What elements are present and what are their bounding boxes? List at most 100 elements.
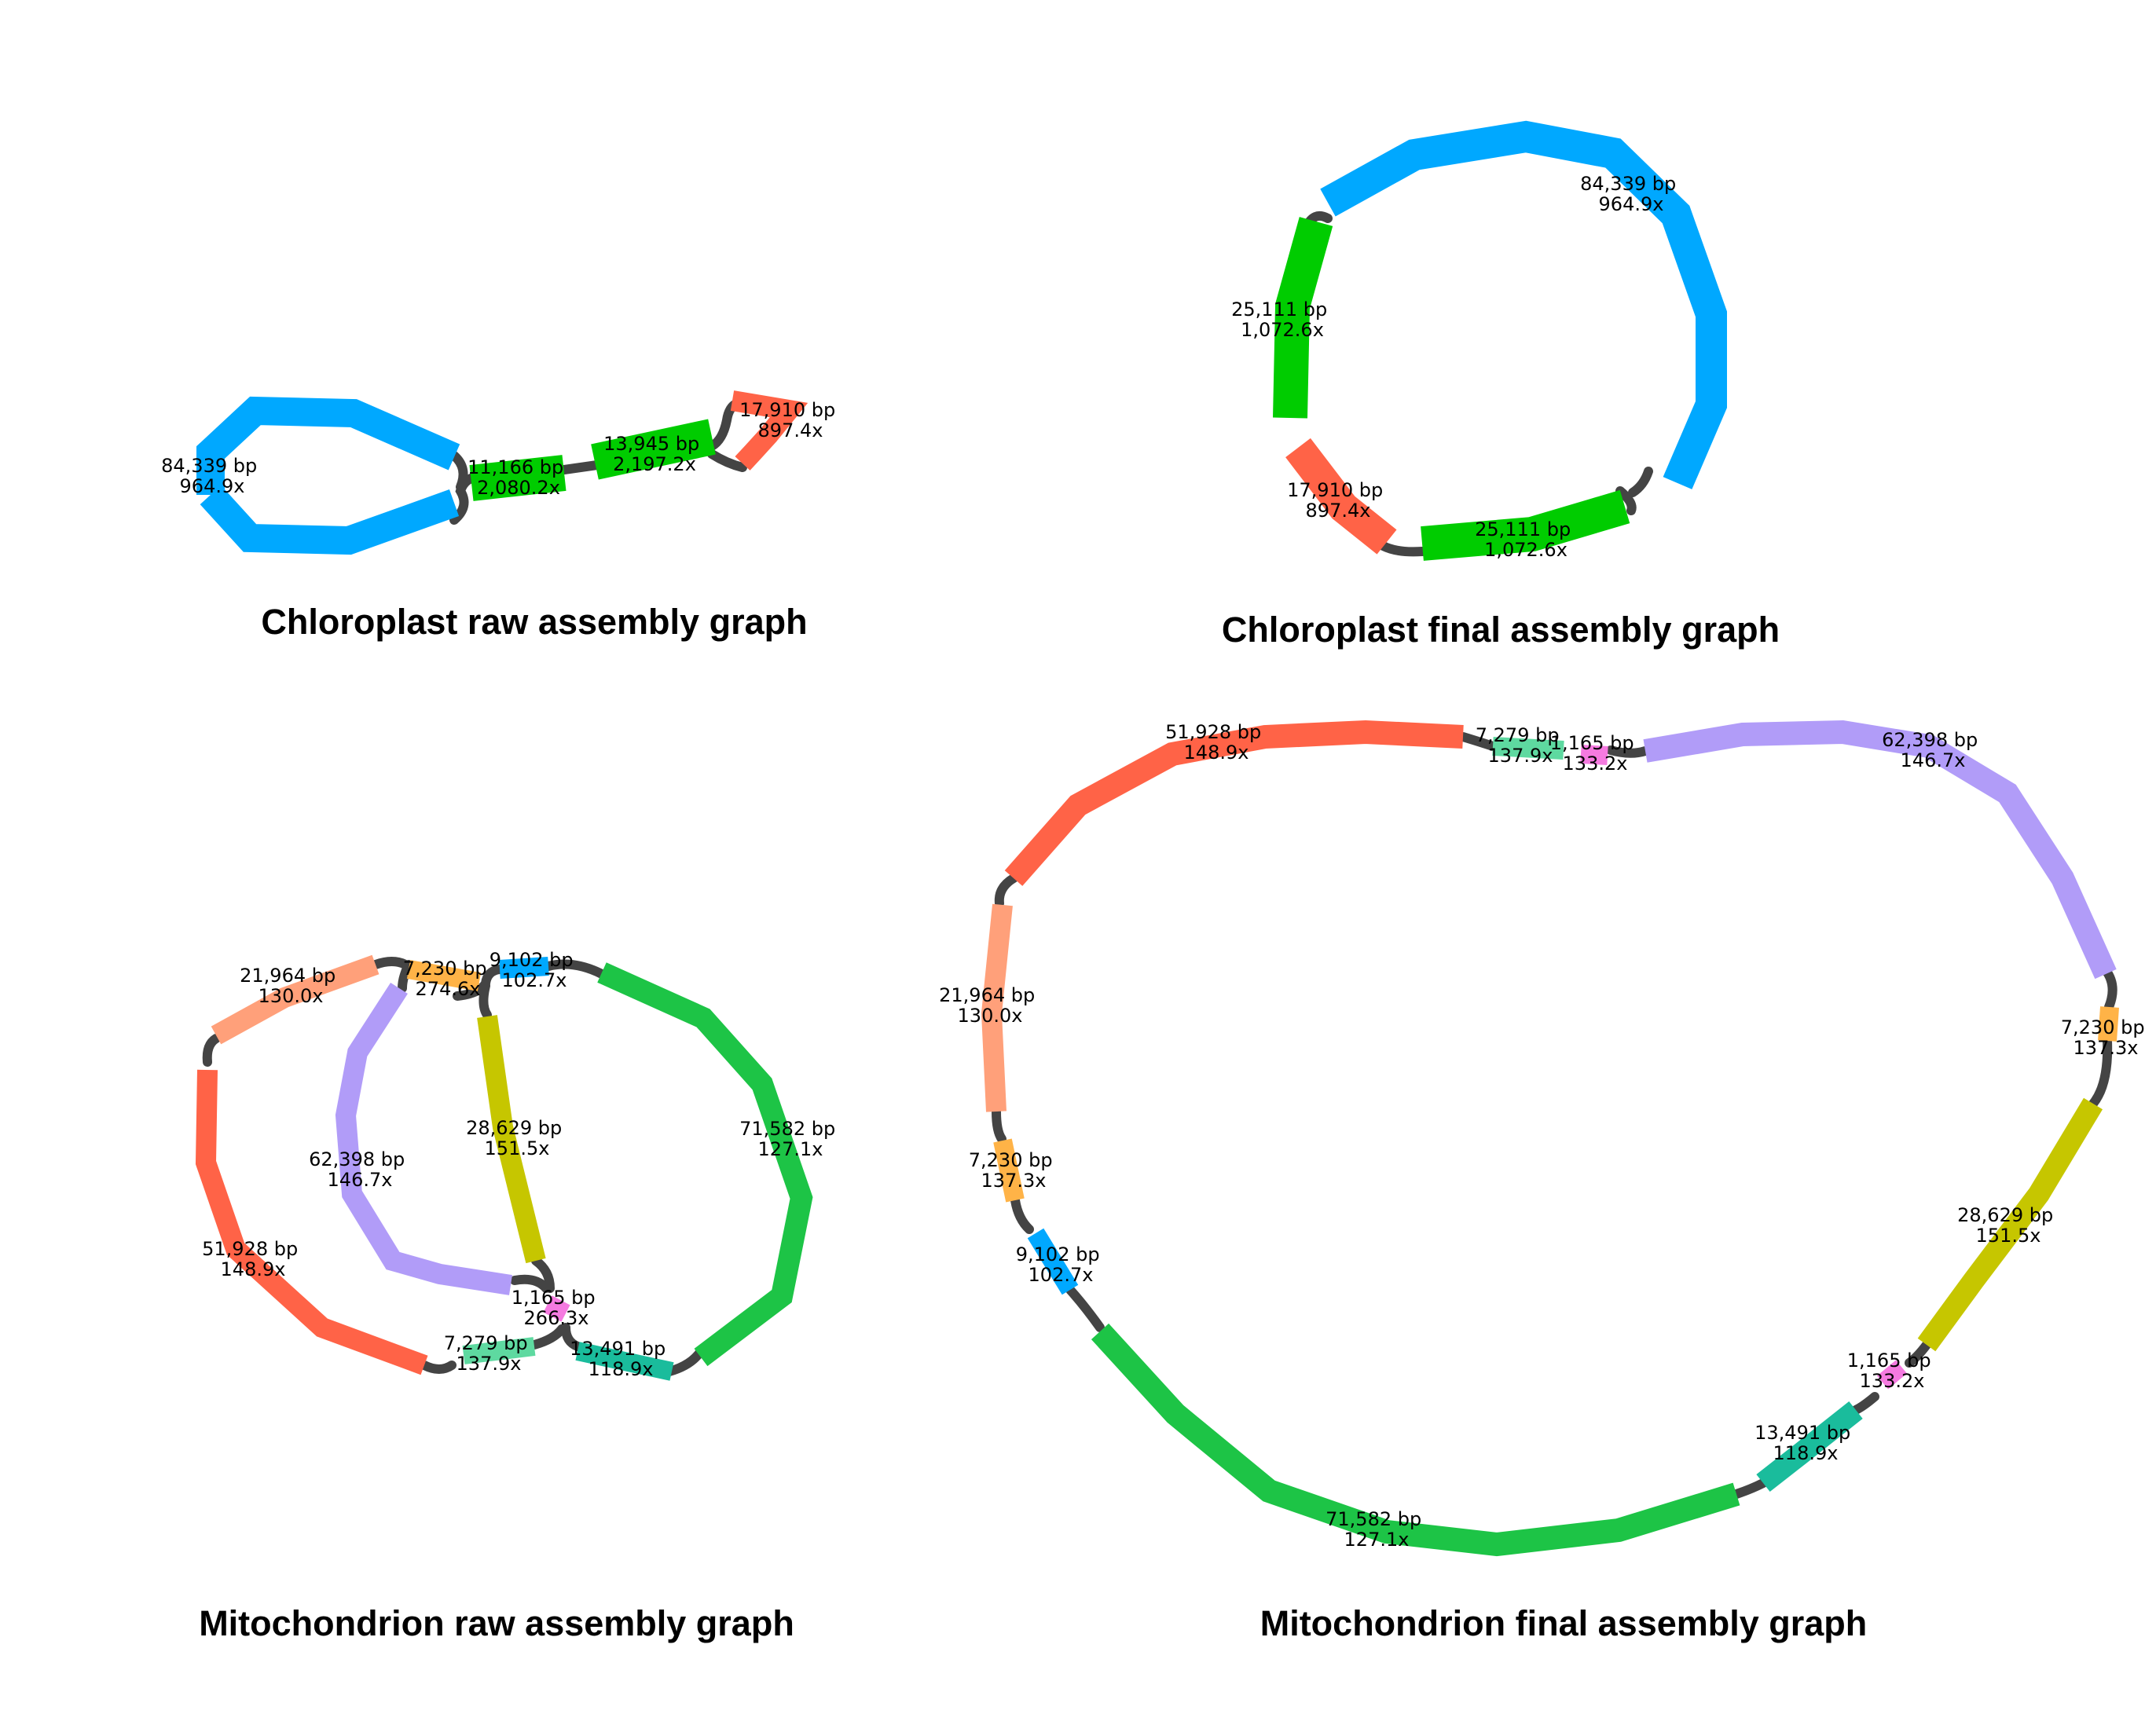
graph-link — [1458, 732, 1498, 751]
bp-label: 62,398 bp — [309, 1148, 405, 1170]
coverage-label: 118.9x — [588, 1358, 654, 1380]
graph-link — [561, 1323, 582, 1351]
contig-28629-segment — [1917, 1097, 2103, 1352]
contig-7230-segment — [993, 1138, 1025, 1203]
panel-title: Chloroplast raw assembly graph — [261, 602, 807, 642]
graph-link — [530, 1324, 566, 1350]
contig-62398-segment — [1643, 720, 2117, 980]
contig-21964-segment — [211, 954, 380, 1045]
node-label: 25,111 bp 1,072.6x — [1475, 518, 1577, 561]
panel-title: Mitochondrion raw assembly graph — [199, 1603, 794, 1643]
graph-link — [559, 460, 602, 474]
graph-link — [449, 473, 478, 525]
mitochondrion-raw-panel: 21,964 bp 130.0x 7,230 bp 274.6x 9,102 b… — [195, 949, 842, 1643]
panel-title: Chloroplast final assembly graph — [1222, 610, 1780, 650]
chloroplast-raw-panel: 84,339 bp 964.9x 11,166 bp 2,080.2x 13,9… — [161, 390, 842, 642]
coverage-label: 964.9x — [1599, 193, 1664, 215]
coverage-label: 1,072.6x — [1241, 319, 1324, 341]
coverage-label: 151.5x — [1976, 1225, 2041, 1247]
bp-label: 7,279 bp — [1476, 724, 1560, 746]
bp-label: 7,230 bp — [969, 1149, 1053, 1171]
coverage-label: 148.9x — [221, 1258, 286, 1280]
coverage-label: 274.6x — [416, 978, 481, 1000]
bp-label: 51,928 bp — [202, 1238, 298, 1260]
graph-link — [510, 1274, 551, 1293]
contig-51928-segment — [1004, 720, 1464, 886]
coverage-label: 137.3x — [981, 1170, 1047, 1192]
coverage-label: 130.0x — [258, 985, 324, 1007]
bp-label: 1,165 bp — [1847, 1350, 1931, 1372]
contig-7230-segment — [2098, 1006, 2119, 1042]
graph-link — [1732, 1478, 1768, 1499]
node-label: 17,910 bp 897.4x — [739, 399, 842, 441]
bp-label: 7,230 bp — [403, 958, 487, 980]
coverage-label: 151.5x — [485, 1137, 550, 1159]
graph-link — [1606, 745, 1650, 758]
graph-link — [2101, 965, 2118, 1012]
bp-label: 28,629 bp — [1957, 1204, 2053, 1226]
bp-label: 17,910 bp — [1287, 479, 1383, 501]
contig-28629-segment — [477, 1015, 546, 1264]
graph-link — [544, 959, 607, 979]
contig-13491-segment — [1756, 1401, 1863, 1492]
coverage-label: 127.1x — [1344, 1529, 1410, 1551]
bp-label: 25,111 bp — [1475, 518, 1571, 540]
contig-62398-segment — [335, 982, 512, 1295]
coverage-label: 146.7x — [328, 1169, 393, 1191]
node-label: 62,398 bp 146.7x — [309, 1148, 411, 1191]
bp-label: 9,102 bp — [490, 949, 574, 971]
bp-label: 1,165 bp — [1550, 732, 1634, 754]
node-label: 71,582 bp 127.1x — [739, 1118, 842, 1160]
graph-link — [994, 873, 1018, 908]
bp-label: 13,491 bp — [570, 1338, 666, 1360]
node-label: 7,279 bp 137.9x — [444, 1332, 534, 1375]
node-label: 71,582 bp 127.1x — [1326, 1508, 1428, 1551]
panel-title: Mitochondrion final assembly graph — [1260, 1603, 1868, 1643]
node-label: 7,279 bp 137.9x — [1476, 724, 1565, 767]
contig-1165-segment — [1876, 1360, 1908, 1390]
bp-label: 17,910 bp — [739, 399, 835, 421]
contig-7230-segment — [406, 960, 482, 991]
node-label: 17,910 bp 897.4x — [1287, 479, 1389, 522]
coverage-label: 1,072.6x — [1484, 539, 1568, 561]
graph-link — [478, 981, 492, 1020]
bp-label: 71,582 bp — [1326, 1508, 1421, 1530]
bp-label: 7,279 bp — [444, 1332, 528, 1354]
coverage-label: 148.9x — [1184, 742, 1249, 764]
contig-9102-segment — [1027, 1228, 1079, 1295]
graph-link — [2088, 1036, 2113, 1108]
bp-label: 11,166 bp — [468, 456, 563, 478]
contig-1165-segment — [543, 1295, 570, 1322]
contig-84339-segment — [200, 485, 460, 555]
contig-1165-segment — [1580, 745, 1608, 765]
graph-link — [1065, 1285, 1105, 1332]
graph-link — [665, 1346, 706, 1376]
node-label: 1,165 bp 133.2x — [1550, 732, 1640, 775]
node-label: 84,339 bp 964.9x — [1580, 173, 1682, 215]
bp-label: 13,491 bp — [1754, 1422, 1850, 1444]
mitochondrion-final-panel: 51,928 bp 148.9x 7,279 bp 137.9x 1,165 b… — [939, 720, 2145, 1643]
contig-21964-segment — [981, 903, 1013, 1112]
bp-label: 25,111 bp — [1231, 298, 1327, 320]
contig-17910-segment — [730, 390, 808, 471]
bp-label: 62,398 bp — [1882, 729, 1978, 751]
graph-link — [420, 1361, 456, 1374]
node-label: 25,111 bp 1,072.6x — [1231, 298, 1333, 341]
graph-link — [1010, 1196, 1034, 1234]
bp-label: 13,945 bp — [603, 433, 699, 455]
node-label: 84,339 bp 964.9x — [161, 455, 263, 497]
graph-link — [202, 1034, 221, 1067]
graph-link — [1628, 467, 1653, 497]
contig-84339-segment — [196, 396, 460, 495]
contig-9102-segment — [499, 957, 549, 979]
node-label: 7,230 bp 274.6x — [403, 958, 493, 1000]
coverage-label: 897.4x — [1306, 500, 1371, 522]
contig-51928-segment — [195, 1069, 428, 1375]
graph-link — [992, 1107, 1006, 1144]
contig-11166-segment — [469, 455, 566, 501]
graph-link — [1851, 1392, 1879, 1415]
node-label: 9,102 bp 102.7x — [1016, 1243, 1106, 1286]
node-label: 11,166 bp 2,080.2x — [468, 456, 570, 499]
bp-label: 21,964 bp — [240, 965, 336, 987]
